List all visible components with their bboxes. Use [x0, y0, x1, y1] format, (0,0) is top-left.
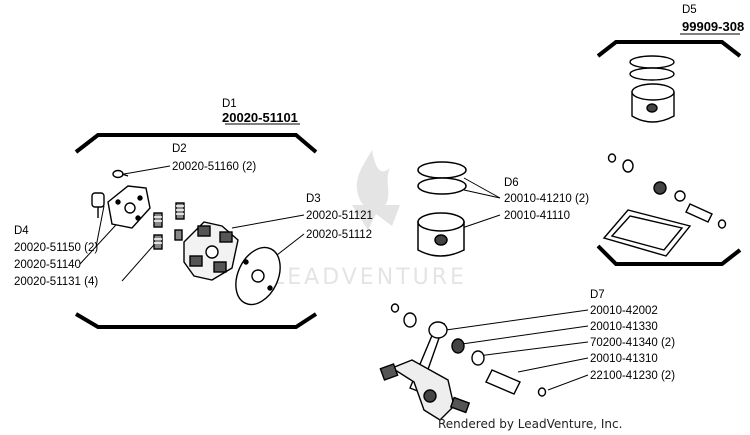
- d7-leader-1: [461, 325, 589, 345]
- leadventure-watermark: LEADVENTURE: [272, 150, 467, 290]
- d7-part-2: 70200-41340 (2): [590, 337, 675, 349]
- d6-parts-drawing: [417, 161, 467, 257]
- bracket-d1: [74, 133, 318, 329]
- d6-ref: D6: [504, 177, 519, 189]
- d2-leader: [123, 165, 171, 175]
- bracket-d5: [596, 40, 742, 266]
- d3-part-1: 20020-51112: [306, 229, 372, 241]
- flange-part: [235, 246, 281, 306]
- flame-logo-icon: [352, 150, 400, 230]
- piston-ring-part: [417, 177, 467, 195]
- d1-parts-drawing: [91, 169, 281, 306]
- bearing-part: [622, 159, 634, 173]
- d5-parts-drawing: [602, 55, 727, 257]
- d7-parts-drawing: [379, 303, 547, 421]
- spring-part: [153, 234, 163, 250]
- d7-part-3: 20010-41310: [590, 353, 658, 365]
- d2-part-0: 20020-51160 (2): [172, 161, 256, 173]
- rubber-coupler-part: [183, 221, 239, 281]
- d6-part-0: 20010-41210 (2): [504, 193, 589, 205]
- d7-leader-0: [445, 309, 589, 331]
- washer-part: [674, 190, 686, 202]
- rendered-by-credit: Rendered by LeadVenture, Inc.: [438, 417, 622, 431]
- d2-ref: D2: [172, 143, 187, 155]
- piston-ring-part: [629, 67, 675, 81]
- bearing-part: [653, 181, 667, 195]
- d7-part-4: 22100-41230 (2): [590, 370, 675, 382]
- d1-ref: D1: [222, 98, 237, 110]
- d4-leader-0: [95, 205, 105, 248]
- spring-part: [153, 212, 163, 228]
- clip-part: [607, 153, 617, 163]
- spring-part: [175, 202, 185, 220]
- washer-part: [471, 350, 485, 366]
- d4-part-1: 20020-51140: [14, 259, 81, 271]
- d3-leader-0: [231, 214, 305, 229]
- screw-part: [112, 169, 129, 179]
- spring-part: [174, 229, 183, 241]
- d7-leader-3: [517, 357, 589, 373]
- d6-leader-0a: [463, 177, 501, 199]
- d7-part-1: 20010-41330: [590, 321, 658, 333]
- gasket-part: [602, 209, 692, 257]
- d5-ref: D5: [682, 4, 697, 16]
- d3-part-0: 20020-51121: [306, 210, 373, 222]
- clip-part: [390, 303, 400, 313]
- d4-part-2: 20020-51131 (4): [14, 276, 98, 288]
- clip-part: [717, 219, 727, 229]
- bearing-part: [451, 338, 465, 354]
- piston-ring-part: [629, 55, 675, 69]
- crankshaft-part: [379, 321, 471, 421]
- piston-pin-part: [485, 369, 521, 395]
- d7-ref: D7: [590, 289, 605, 301]
- d6-leader-0b: [463, 189, 501, 199]
- d7-part-0: 20010-42002: [590, 305, 658, 317]
- d3-ref: D3: [306, 193, 321, 205]
- piston-pin-part: [685, 203, 713, 223]
- piston-part: [631, 83, 675, 123]
- d7-leader-4: [547, 374, 589, 391]
- d6-part-1: 20010-41110: [504, 210, 570, 222]
- d4-ref: D4: [14, 225, 29, 237]
- d4-part-0: 20020-51150 (2): [14, 242, 98, 254]
- d5-part: 99909-308: [682, 19, 744, 34]
- d7-leader-2: [477, 341, 589, 357]
- washer-part: [403, 312, 417, 328]
- piston-ring-part: [417, 161, 467, 179]
- clip-part: [537, 387, 547, 397]
- watermark-text: LEADVENTURE: [272, 265, 467, 290]
- hub-plate-part: [107, 185, 151, 229]
- d1-part: 20020-51101: [222, 110, 298, 125]
- d6-leader-1: [461, 214, 501, 229]
- screw-part: [91, 192, 105, 218]
- piston-part: [417, 212, 465, 257]
